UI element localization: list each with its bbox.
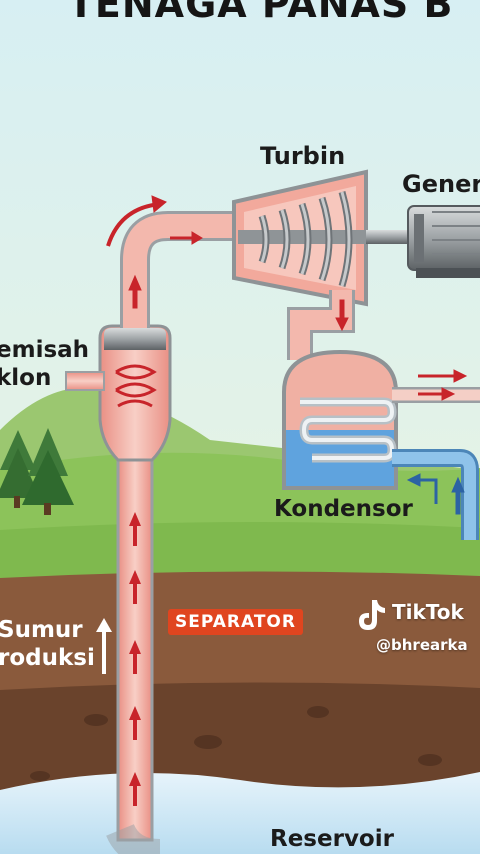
reservoir-label: Reservoir [270, 826, 394, 852]
trees [0, 428, 74, 515]
tiktok-handle: @bhrearka [376, 636, 468, 654]
well-arrows [129, 512, 141, 806]
tiktok-brand: TikTok [392, 600, 464, 624]
condenser [282, 349, 398, 490]
production-well-label: Sumur roduksi [0, 616, 95, 672]
production-well-label-line2: roduksi [0, 645, 95, 671]
page-title: TENAGA PANAS B [68, 0, 454, 26]
condenser-label: Kondensor [274, 496, 413, 522]
separator-label: emisah klon [0, 336, 89, 392]
tiktok-logo-icon [359, 600, 385, 630]
up-arrow-icon [96, 618, 112, 674]
turbine-label: Turbin [260, 142, 346, 170]
turbine [232, 169, 368, 307]
separator-label-line1: emisah [0, 337, 90, 363]
separator-label-line2: klon [0, 365, 52, 391]
steam-pipe [123, 214, 244, 328]
separator-badge: SEPARATOR [168, 609, 303, 635]
shaft [366, 230, 412, 244]
reservoir-water [0, 772, 480, 854]
separator-inlet [65, 371, 105, 391]
production-well-label-line1: Sumur [0, 617, 83, 643]
generator [407, 205, 480, 278]
cyclone-separator [98, 324, 172, 462]
flow-arrows [106, 195, 468, 515]
generator-label: Genera [402, 170, 480, 198]
